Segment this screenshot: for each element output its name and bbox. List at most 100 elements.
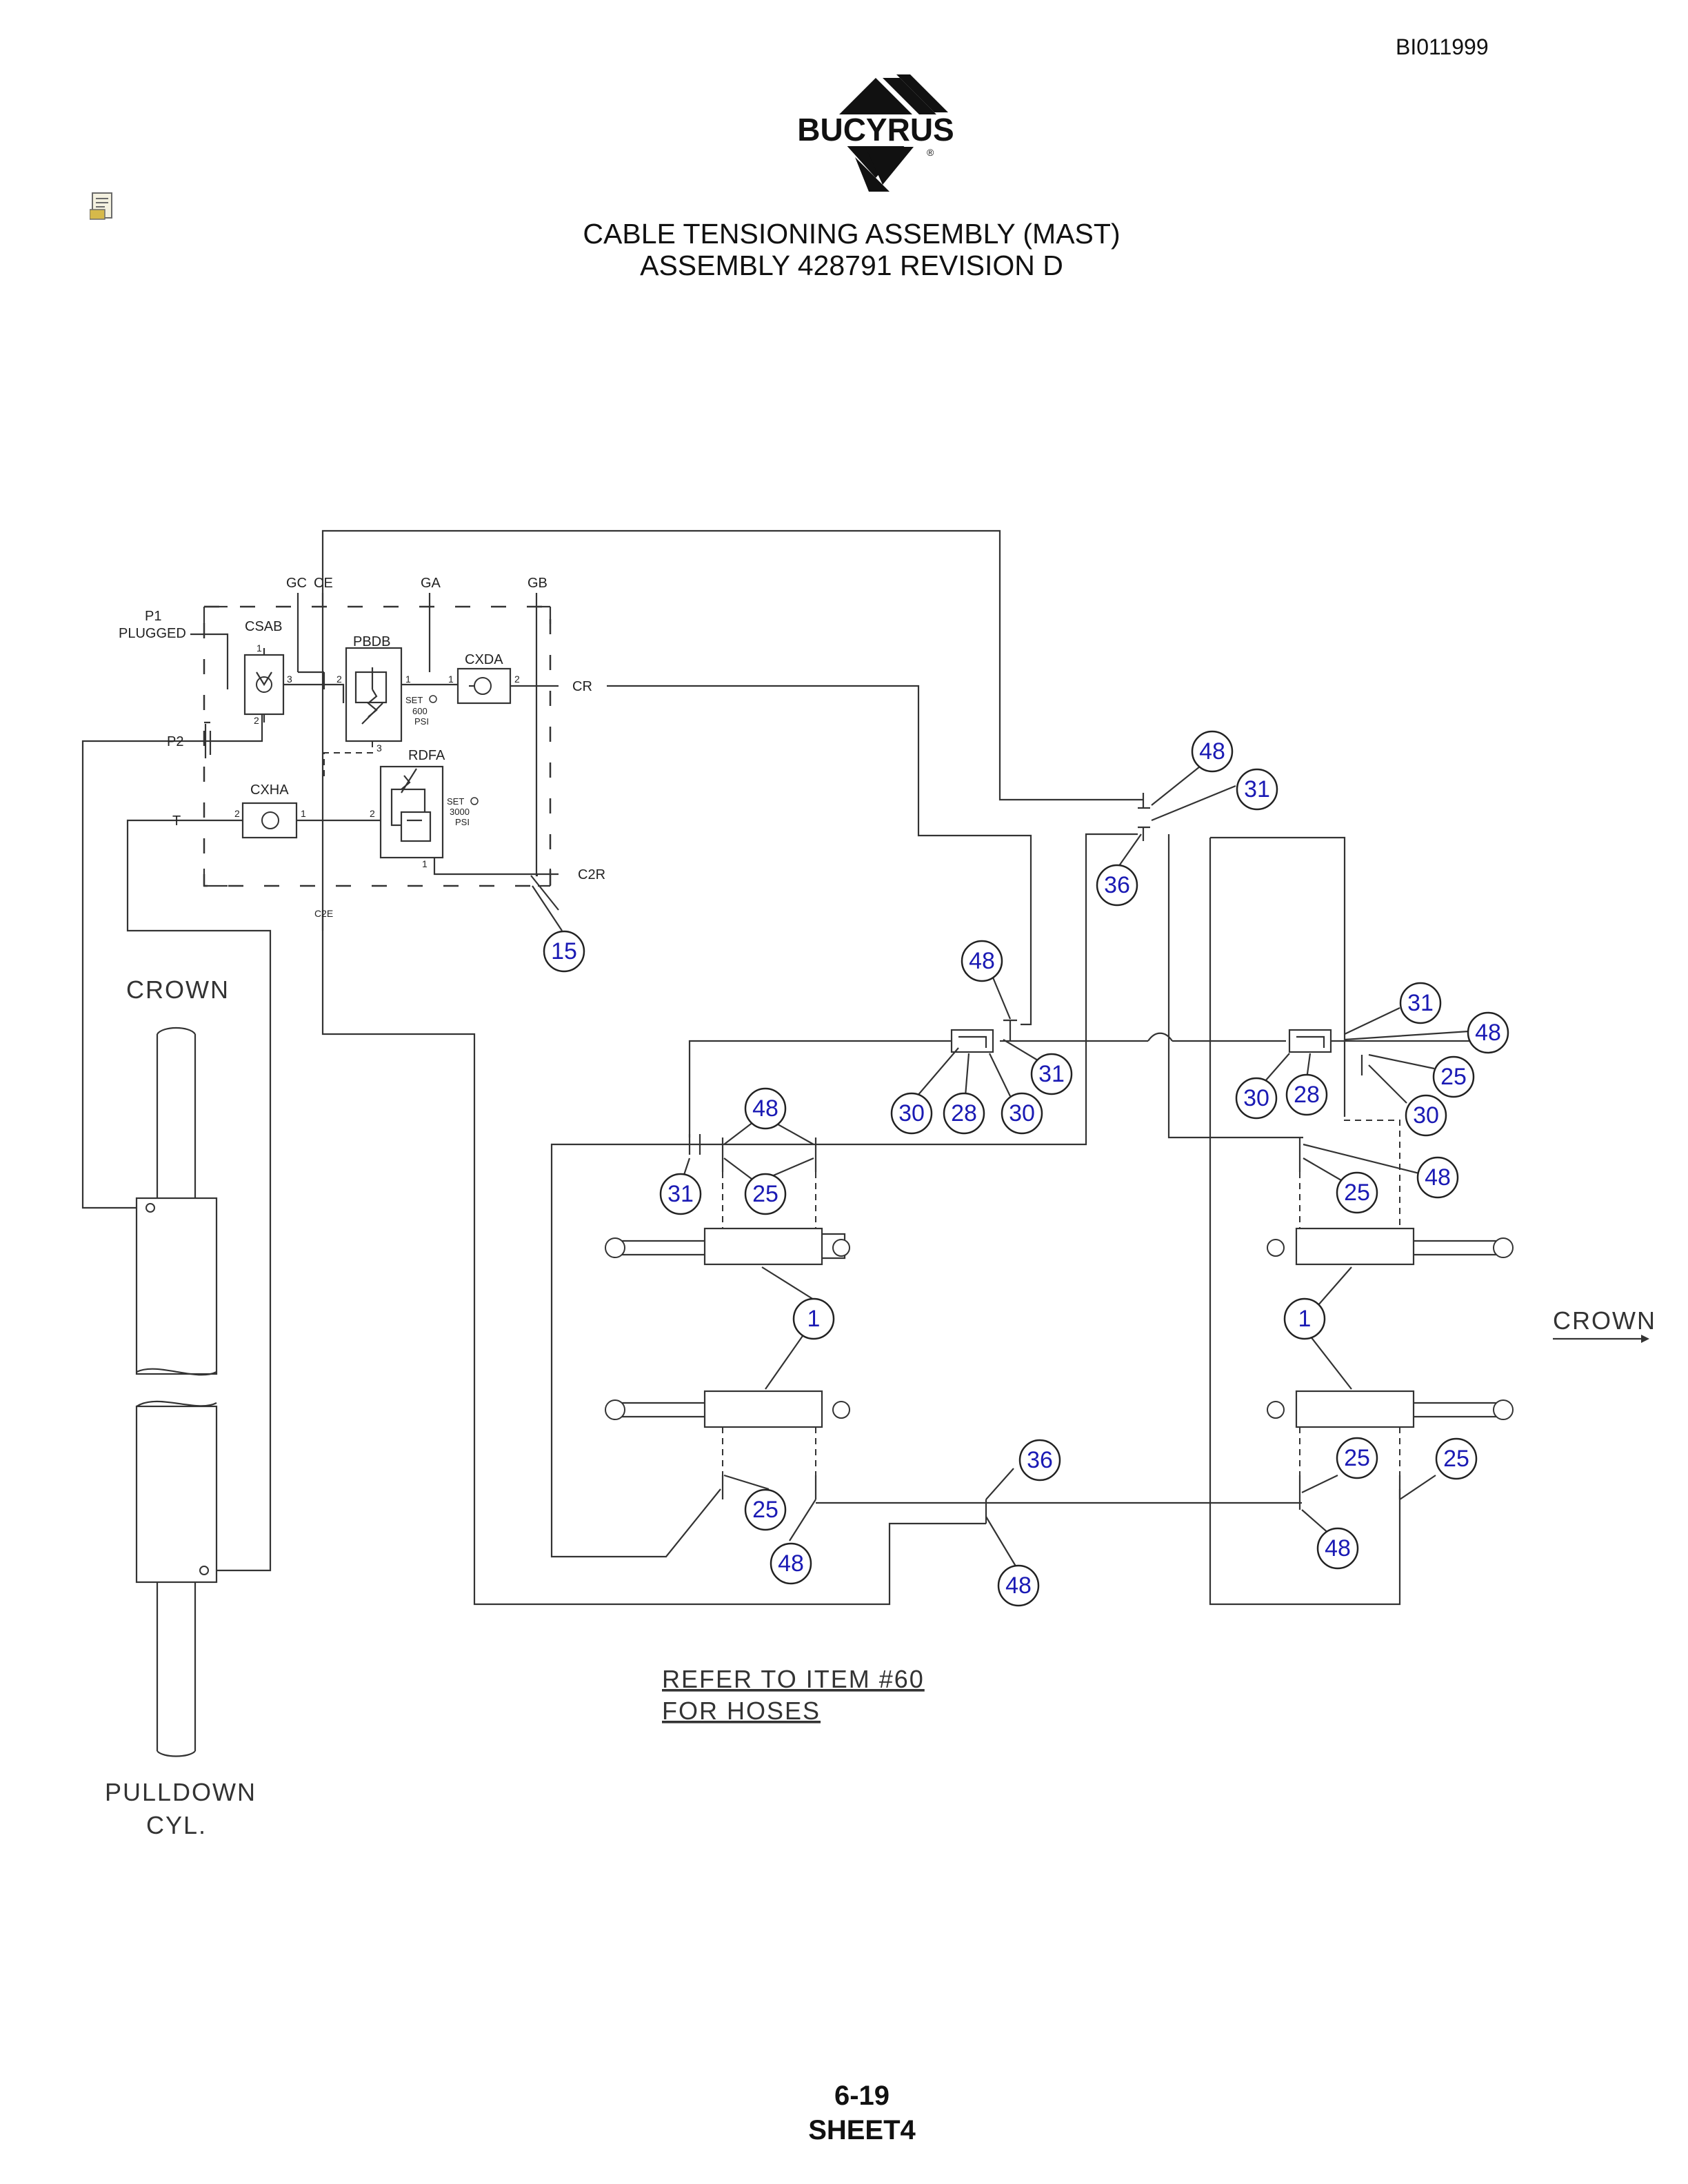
svg-text:1: 1	[807, 1306, 821, 1332]
port-p2: P2	[167, 734, 183, 749]
pbdb-set-unit: PSI	[414, 716, 429, 727]
svg-text:31: 31	[667, 1181, 694, 1207]
pbdb-port-3: 3	[376, 742, 382, 754]
note-for-hoses: FOR HOSES	[662, 1697, 821, 1725]
callout-item-48: 48	[961, 940, 1003, 982]
rdfa-adjust-icon	[470, 797, 479, 805]
port-gc: GC	[286, 576, 307, 591]
svg-text:48: 48	[752, 1095, 778, 1122]
cxda-port-2: 2	[514, 674, 520, 685]
callout-item-25: 25	[1336, 1171, 1378, 1214]
logo-mark-icon	[838, 74, 948, 192]
logo-wordmark: BUCYRUS	[797, 112, 954, 148]
hose-ce-down	[321, 607, 986, 1606]
svg-text:48: 48	[1325, 1535, 1351, 1561]
title-line-1: CABLE TENSIONING ASSEMBLY (MAST)	[583, 218, 1121, 250]
document-id: BI011999	[1396, 34, 1489, 59]
svg-text:28: 28	[951, 1100, 977, 1126]
svg-text:48: 48	[1005, 1573, 1032, 1599]
hose-main-horizontal	[688, 1040, 1476, 1138]
pbdb-port-1: 1	[405, 674, 411, 685]
port-cr: CR	[572, 679, 592, 694]
callout-item-36: 36	[1096, 864, 1138, 907]
svg-text:25: 25	[1440, 1064, 1467, 1090]
callout-item-31: 31	[1236, 768, 1278, 811]
pbdb-valve	[345, 647, 403, 742]
svg-text:25: 25	[1344, 1180, 1370, 1206]
svg-text:25: 25	[1443, 1446, 1469, 1472]
pbdb-adjust-icon	[429, 695, 437, 703]
svg-text:48: 48	[1199, 738, 1225, 765]
csab-port-3: 3	[287, 674, 292, 685]
callout-item-25: 25	[744, 1173, 787, 1215]
sheet-label: SHEET4	[808, 2115, 916, 2145]
pulldown-cylinder	[135, 1027, 218, 1757]
fittings	[688, 793, 1401, 1524]
svg-text:25: 25	[752, 1497, 778, 1523]
svg-text:48: 48	[969, 948, 995, 974]
callout-item-30: 30	[1235, 1077, 1278, 1120]
callout-item-48: 48	[1316, 1527, 1359, 1570]
hose-left-loop	[550, 1143, 721, 1558]
rdfa-set-label: SET	[447, 796, 464, 807]
tension-cylinder-lower-left	[605, 1390, 850, 1428]
label-pbdb: PBDB	[353, 634, 390, 649]
callout-item-25: 25	[1435, 1437, 1478, 1480]
callout-item-31: 31	[1030, 1053, 1073, 1095]
tension-cylinder-upper-right	[1267, 1227, 1514, 1266]
callout-item-30: 30	[890, 1092, 933, 1135]
label-pulldown-cyl: CYL.	[146, 1811, 207, 1839]
callout-item-1: 1	[1283, 1297, 1326, 1340]
tension-cylinder-lower-right	[1267, 1390, 1514, 1428]
callout-item-48: 48	[1191, 730, 1234, 773]
cxha-valve	[241, 802, 298, 839]
svg-text:30: 30	[1243, 1085, 1269, 1111]
callout-item-31: 31	[1399, 982, 1442, 1024]
attachment-icon[interactable]	[90, 192, 116, 222]
callout-item-30: 30	[1405, 1094, 1447, 1137]
callout-item-36: 36	[1018, 1439, 1061, 1482]
bucyrus-logo: BUCYRUS ®	[779, 74, 972, 192]
title-line-2: ASSEMBLY 428791 REVISION D	[640, 250, 1063, 281]
label-cxha: CXHA	[250, 782, 289, 798]
port-ce: CE	[314, 576, 333, 591]
label-crown-left: CROWN	[126, 975, 230, 1004]
rdfa-valve	[379, 765, 444, 859]
label-rdfa: RDFA	[408, 748, 445, 763]
svg-text:30: 30	[1009, 1100, 1035, 1126]
port-t: T	[172, 813, 181, 829]
hose-top-loop	[321, 529, 1143, 801]
label-cxda: CXDA	[465, 652, 503, 667]
svg-text:30: 30	[1413, 1102, 1439, 1129]
port-c2e: C2E	[314, 908, 333, 919]
svg-text:48: 48	[1475, 1020, 1501, 1046]
svg-text:31: 31	[1407, 990, 1434, 1016]
registered-mark: ®	[927, 147, 934, 158]
callout-item-25: 25	[1432, 1055, 1475, 1098]
pbdb-set-value: 600	[412, 706, 428, 716]
note-refer-item: REFER TO ITEM #60	[662, 1665, 925, 1693]
callout-item-48: 48	[770, 1542, 812, 1585]
svg-text:36: 36	[1027, 1447, 1053, 1473]
callout-item-48: 48	[997, 1564, 1040, 1607]
svg-text:48: 48	[778, 1550, 804, 1577]
rdfa-port-1: 1	[422, 858, 428, 869]
hose-p2	[81, 740, 185, 1209]
label-csab: CSAB	[245, 619, 282, 634]
callout-item-48: 48	[1467, 1011, 1509, 1054]
label-crown-right: CROWN	[1553, 1306, 1656, 1335]
svg-text:25: 25	[1344, 1445, 1370, 1471]
manifold-block	[203, 605, 552, 887]
callout-item-28: 28	[943, 1092, 985, 1135]
svg-text:30: 30	[898, 1100, 925, 1126]
callout-item-48: 48	[1416, 1156, 1459, 1199]
cxha-port-2: 2	[234, 808, 240, 819]
hose-t	[126, 819, 272, 1572]
cxda-valve	[456, 667, 512, 705]
svg-text:48: 48	[1425, 1164, 1451, 1191]
pbdb-set-label: SET	[405, 695, 423, 705]
svg-text:31: 31	[1038, 1061, 1065, 1087]
callout-item-30: 30	[1001, 1092, 1043, 1135]
rdfa-set-value: 3000	[450, 807, 470, 817]
pbdb-port-2: 2	[336, 674, 342, 685]
